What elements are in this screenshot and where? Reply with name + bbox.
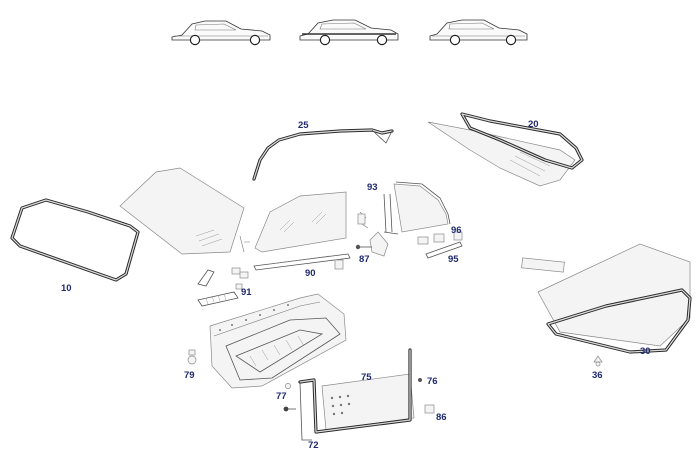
label-90: 90	[305, 268, 316, 279]
label-20: 20	[528, 119, 539, 130]
label-75: 75	[361, 372, 372, 383]
label-25: 25	[298, 120, 309, 131]
part-door-plug	[187, 349, 197, 365]
part-roof-rail-seal	[252, 128, 394, 181]
label-77: 77	[276, 391, 287, 402]
label-95: 95	[448, 254, 459, 265]
part-door-seal	[298, 348, 412, 441]
part-quarter-window-bracket	[417, 231, 463, 245]
label-36: 36	[592, 370, 603, 381]
label-76: 76	[427, 376, 438, 387]
label-79: 79	[184, 370, 195, 381]
part-windshield-glass	[119, 167, 245, 255]
part-door-window-strip	[253, 253, 351, 271]
part-door-fastener	[283, 383, 296, 412]
label-87: 87	[359, 254, 370, 265]
label-91: 91	[241, 287, 252, 298]
label-10: 10	[61, 283, 72, 294]
part-quarter-window-strip	[425, 241, 463, 259]
label-72: 72	[308, 440, 319, 451]
car-view-2	[299, 19, 399, 46]
part-quarter-window-channel	[383, 193, 399, 235]
part-door-grommet	[424, 404, 435, 414]
label-96: 96	[451, 225, 462, 236]
part-trunk-lid-seal	[546, 288, 692, 354]
callout-labels: 25 20 93 96 95 87 90 91 10 30 36 75 76 7…	[61, 119, 651, 451]
part-window-clips	[197, 267, 249, 307]
label-86: 86	[436, 412, 447, 423]
part-door-sheet	[321, 373, 415, 431]
part-windshield-seal	[10, 198, 140, 282]
part-bracket-small	[357, 213, 389, 257]
part-trunk-lid	[521, 243, 691, 347]
label-93: 93	[367, 182, 378, 193]
part-rear-window-seal	[427, 112, 584, 187]
part-door-window-glass	[239, 191, 347, 253]
part-door-shell	[209, 293, 347, 389]
part-trunk-seal-clip	[593, 355, 603, 367]
car-view-1	[171, 20, 271, 46]
part-screw	[355, 244, 372, 250]
part-door-clip	[418, 378, 422, 382]
label-30: 30	[640, 346, 651, 357]
car-view-3	[429, 19, 528, 46]
